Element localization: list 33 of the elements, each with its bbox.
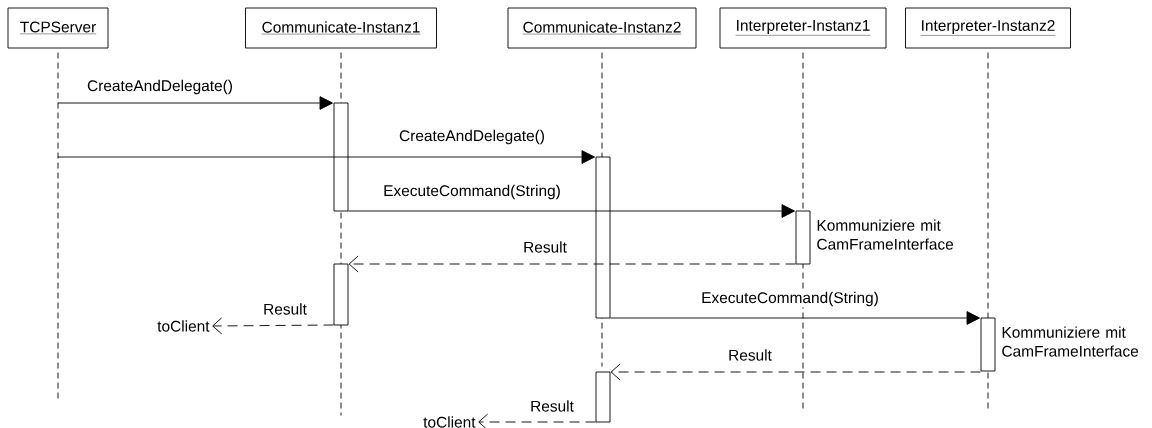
lifeline xyxy=(987,52,989,409)
endpoint-label: toClient xyxy=(423,416,476,428)
object-box: Communicate-Instanz2 xyxy=(507,7,697,49)
message-arrow xyxy=(478,413,596,428)
note: Kommuniziere mit CamFrameInterface xyxy=(817,219,954,250)
message-arrow xyxy=(348,204,795,218)
note: Kommuniziere mit CamFrameInterface xyxy=(1002,326,1139,357)
activation-bar xyxy=(795,210,811,265)
endpoint-label: toClient xyxy=(157,320,210,332)
activation-bar xyxy=(333,102,349,212)
message-label: CreateAndDelegate() xyxy=(398,128,546,146)
object-box: TCPServer xyxy=(7,7,109,49)
message-arrow xyxy=(610,311,980,325)
message-arrow xyxy=(57,150,595,164)
message-label: ExecuteCommand(String) xyxy=(700,290,880,308)
message-arrow xyxy=(212,317,334,335)
message-label: CreateAndDelegate() xyxy=(86,78,234,96)
activation-bar xyxy=(980,317,996,372)
message-arrow xyxy=(348,255,796,273)
activation-bar xyxy=(595,371,611,423)
object-box: Interpreter-Instanz1 xyxy=(719,7,887,49)
object-box: Interpreter-Instanz2 xyxy=(905,7,1071,49)
message-arrow xyxy=(610,363,981,381)
message-label: ExecuteCommand(String) xyxy=(382,183,562,201)
message-label: Result xyxy=(529,399,575,413)
lifeline xyxy=(57,52,59,401)
message-label: Result xyxy=(262,302,308,316)
message-label: Result xyxy=(522,240,568,254)
activation-bar xyxy=(595,156,611,319)
object-box: Communicate-Instanz1 xyxy=(245,7,437,49)
activation-bar xyxy=(333,263,349,326)
message-label: Result xyxy=(727,348,773,362)
message-arrow xyxy=(57,96,333,110)
